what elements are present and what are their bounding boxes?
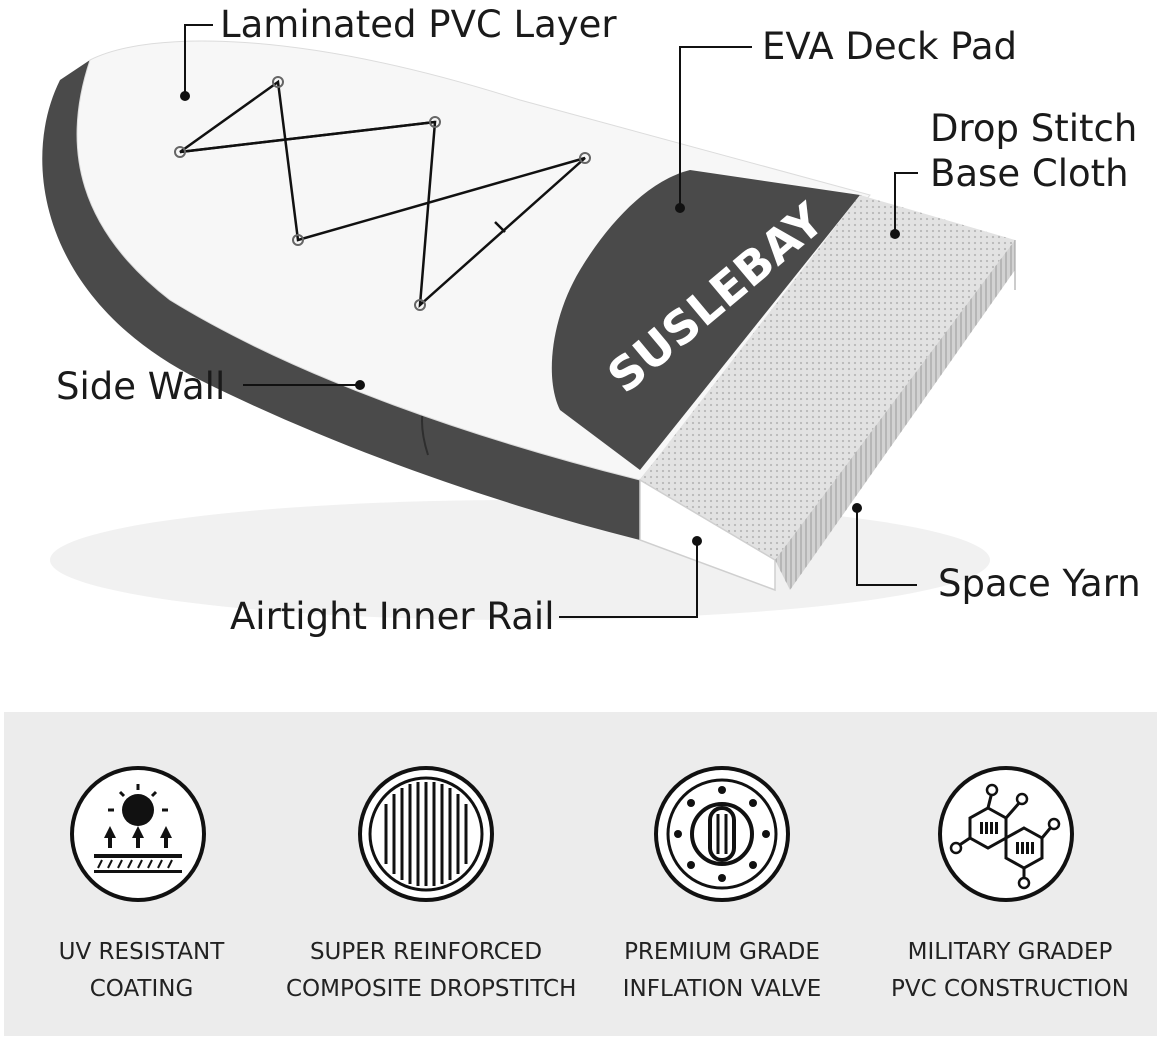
leader-lines	[184, 24, 918, 618]
feature-label: SUPER REINFORCED COMPOSITE DROPSTITCH	[286, 939, 577, 1002]
feature-dropstitch: SUPER REINFORCED COMPOSITE DROPSTITCH	[286, 712, 577, 1036]
feature-label: PREMIUM GRADE INFLATION VALVE	[622, 939, 822, 1002]
callout-space-yarn: Space Yarn	[938, 562, 1141, 605]
feature-valve: PREMIUM GRADE INFLATION VALVE	[582, 712, 862, 1036]
airtight-inner-rail	[639, 478, 776, 592]
board-illustration: SUSLEBAY	[42, 24, 1016, 620]
feature-uv-resistant: UV RESISTANT COATING	[4, 712, 284, 1036]
callout-laminated-pvc: Laminated PVC Layer	[220, 3, 617, 46]
eva-deck-pad	[551, 170, 860, 470]
bungee-cords	[179, 79, 586, 309]
side-wall-rail	[42, 60, 641, 540]
deck-hooks	[174, 76, 591, 311]
feature-panel: UV RESISTANT COATING SUPER REINFORCED CO…	[4, 712, 1157, 1036]
callout-airtight-rail: Airtight Inner Rail	[230, 595, 555, 638]
drop-stitch-cloth	[640, 195, 1015, 560]
feature-label: MILITARY GRADEP PVC CONSTRUCTION	[890, 939, 1129, 1002]
molecule-icon	[938, 766, 1074, 902]
space-yarn	[775, 240, 1015, 590]
callout-drop-stitch-line1: Drop Stitch	[930, 107, 1138, 150]
feature-pvc: MILITARY GRADEP PVC CONSTRUCTION	[870, 712, 1150, 1036]
callout-drop-stitch-line2: Base Cloth	[930, 152, 1129, 195]
feature-label: UV RESISTANT COATING	[58, 939, 225, 1002]
board-diagram: SUSLEBAY Laminated PVC Layer EVA Deck Pa…	[42, 3, 1141, 638]
uv-sun-icon	[70, 766, 206, 902]
valve-icon	[654, 766, 790, 902]
leader-dots	[180, 91, 900, 546]
callout-eva-deck-pad: EVA Deck Pad	[762, 25, 1017, 68]
callout-side-wall: Side Wall	[56, 365, 226, 408]
dropstitch-icon	[358, 766, 494, 902]
